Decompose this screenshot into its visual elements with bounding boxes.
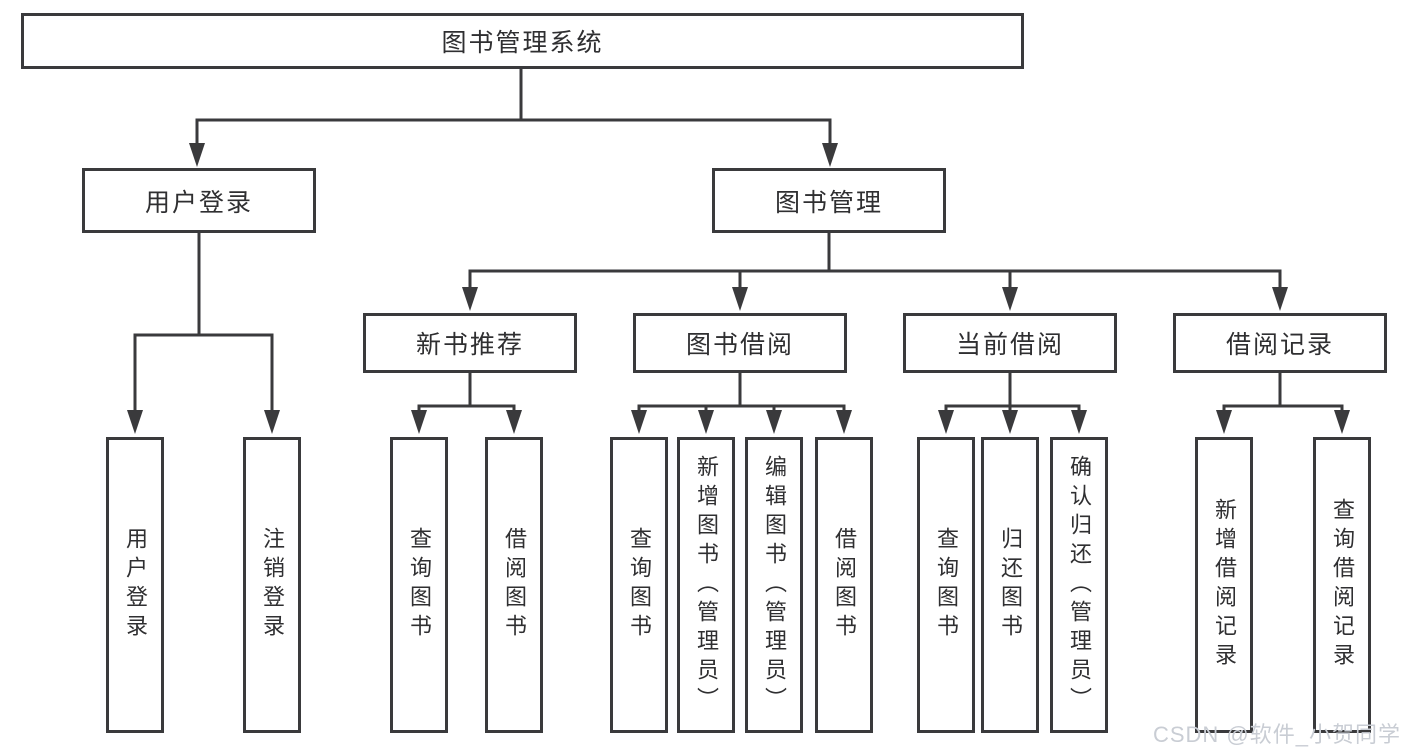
node-library-system-label: 图书管理系统 (441, 29, 604, 57)
leaf-query-books-recommend: 查询图书 (390, 437, 448, 733)
leaf-user-login-label: 用户登录 (123, 527, 148, 643)
watermark-text: CSDN @软件_小贺同学 (1152, 722, 1401, 747)
leaf-query-books-recommend-label: 查询图书 (407, 527, 432, 643)
leaf-add-book-admin: 新增图书（管理员） (677, 437, 735, 733)
leaf-borrow-books-recommend-label: 借阅图书 (502, 527, 527, 643)
leaf-user-login: 用户登录 (106, 437, 164, 733)
leaf-add-book-admin-label: 新增图书（管理员） (694, 454, 719, 716)
node-user-login: 用户登录 (82, 168, 316, 233)
leaf-query-books-current: 查询图书 (917, 437, 975, 733)
leaf-add-borrow-record-label: 新增借阅记录 (1212, 498, 1237, 672)
leaf-borrow-books: 借阅图书 (815, 437, 873, 733)
node-new-book-recommend-label: 新书推荐 (415, 331, 524, 359)
node-book-management-label: 图书管理 (774, 188, 883, 217)
node-library-system: 图书管理系统 (21, 13, 1024, 69)
node-book-borrow: 图书借阅 (633, 313, 847, 373)
leaf-edit-book-admin: 编辑图书（管理员） (745, 437, 803, 733)
leaf-add-borrow-record: 新增借阅记录 (1195, 437, 1253, 733)
leaf-query-books-borrow: 查询图书 (610, 437, 668, 733)
leaf-return-books-label: 归还图书 (998, 527, 1023, 643)
leaf-query-borrow-record-label: 查询借阅记录 (1330, 498, 1355, 672)
leaf-query-books-current-label: 查询图书 (934, 527, 959, 643)
node-book-borrow-label: 图书借阅 (685, 331, 794, 359)
leaf-query-borrow-record: 查询借阅记录 (1313, 437, 1371, 733)
node-current-borrow-label: 当前借阅 (955, 331, 1064, 359)
node-new-book-recommend: 新书推荐 (363, 313, 577, 373)
leaf-confirm-return-admin: 确认归还（管理员） (1050, 437, 1108, 733)
leaf-query-books-borrow-label: 查询图书 (627, 527, 652, 643)
leaf-borrow-books-label: 借阅图书 (832, 527, 857, 643)
leaf-confirm-return-admin-label: 确认归还（管理员） (1067, 454, 1092, 716)
leaf-return-books: 归还图书 (981, 437, 1039, 733)
leaf-logout-label: 注销登录 (260, 527, 285, 643)
node-borrow-records-label: 借阅记录 (1225, 331, 1334, 359)
leaf-logout: 注销登录 (243, 437, 301, 733)
node-current-borrow: 当前借阅 (903, 313, 1117, 373)
node-user-login-label: 用户登录 (144, 188, 253, 217)
node-book-management: 图书管理 (712, 168, 946, 233)
leaf-borrow-books-recommend: 借阅图书 (485, 437, 543, 733)
leaf-edit-book-admin-label: 编辑图书（管理员） (762, 454, 787, 716)
node-borrow-records: 借阅记录 (1173, 313, 1387, 373)
